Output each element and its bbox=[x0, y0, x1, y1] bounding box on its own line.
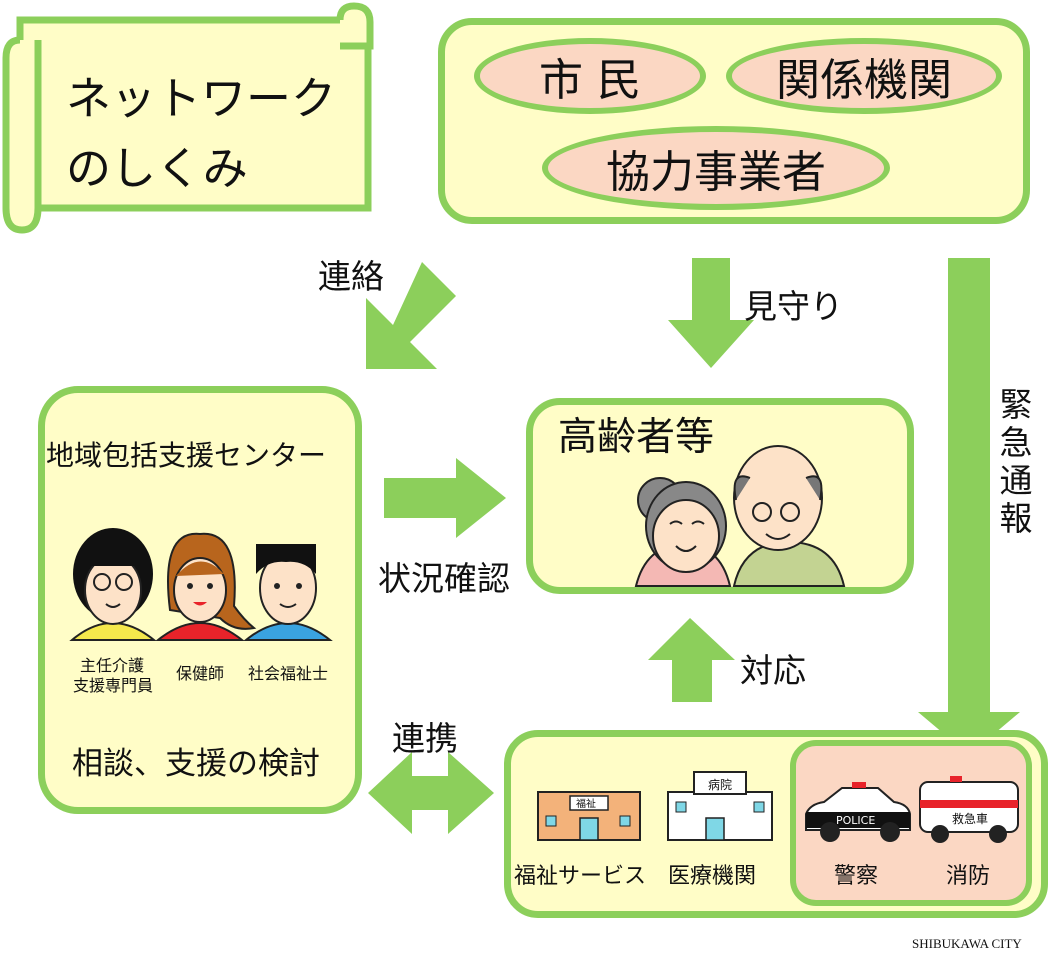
watch-label: 見守り bbox=[744, 287, 843, 326]
response-arrow bbox=[648, 618, 735, 702]
support-center-footer: 相談、支援の検討 bbox=[72, 746, 320, 782]
emergency-arrow bbox=[918, 258, 1020, 755]
police-car bbox=[805, 782, 911, 842]
watch-arrow bbox=[668, 258, 754, 368]
hospital-building bbox=[667, 771, 773, 841]
agencies-oval: 関係機関 bbox=[726, 38, 1002, 114]
support-center-title: 地域包括支援センター bbox=[46, 439, 327, 472]
status-check-arrow bbox=[384, 458, 506, 538]
diagram-title-line1: ネットワーク bbox=[66, 72, 337, 125]
status-check-label: 状況確認 bbox=[378, 559, 510, 598]
credit-text: SHIBUKAWA CITY bbox=[912, 936, 1022, 951]
welfare-sign: 福祉 bbox=[576, 799, 596, 810]
nurse-figure bbox=[155, 532, 257, 641]
ambulance bbox=[919, 776, 1019, 843]
cooperators-oval: 協力事業者 bbox=[542, 126, 890, 210]
medical-institutions-label: 医療機関 bbox=[668, 864, 757, 889]
citizens-oval: 市 民 bbox=[474, 38, 706, 114]
staff-3-label: 社会福祉士 bbox=[248, 664, 329, 683]
hospital-sign: 病院 bbox=[708, 778, 733, 792]
care-manager-figure bbox=[69, 528, 157, 641]
elderly-title: 高齢者等 bbox=[558, 415, 715, 460]
emergency-label: 緊急通報 bbox=[999, 385, 1033, 538]
staff-1-line2: 支援専門員 bbox=[72, 676, 153, 695]
welfare-services-label: 福祉サービス bbox=[514, 864, 647, 889]
agencies-label: 関係機関 bbox=[776, 55, 952, 106]
cooperation-label: 連携 bbox=[392, 719, 458, 758]
ambulance-label: 救急車 bbox=[952, 812, 989, 826]
staff-2-label: 保健師 bbox=[176, 664, 225, 683]
cooperators-label: 協力事業者 bbox=[606, 147, 826, 198]
contact-arrow bbox=[366, 262, 456, 369]
response-label: 対応 bbox=[740, 651, 806, 690]
citizens-label: 市 民 bbox=[539, 55, 641, 106]
cooperation-arrow bbox=[368, 752, 494, 834]
police-label: 警察 bbox=[834, 864, 879, 889]
welfare-building bbox=[537, 791, 641, 841]
police-car-label: POLICE bbox=[836, 814, 876, 827]
contact-label: 連絡 bbox=[318, 257, 384, 296]
diagram-title-line2: のしくみ bbox=[66, 142, 248, 195]
social-worker-figure bbox=[243, 544, 333, 641]
staff-1-line1: 主任介護 bbox=[79, 656, 144, 675]
fire-department-label: 消防 bbox=[946, 864, 991, 889]
